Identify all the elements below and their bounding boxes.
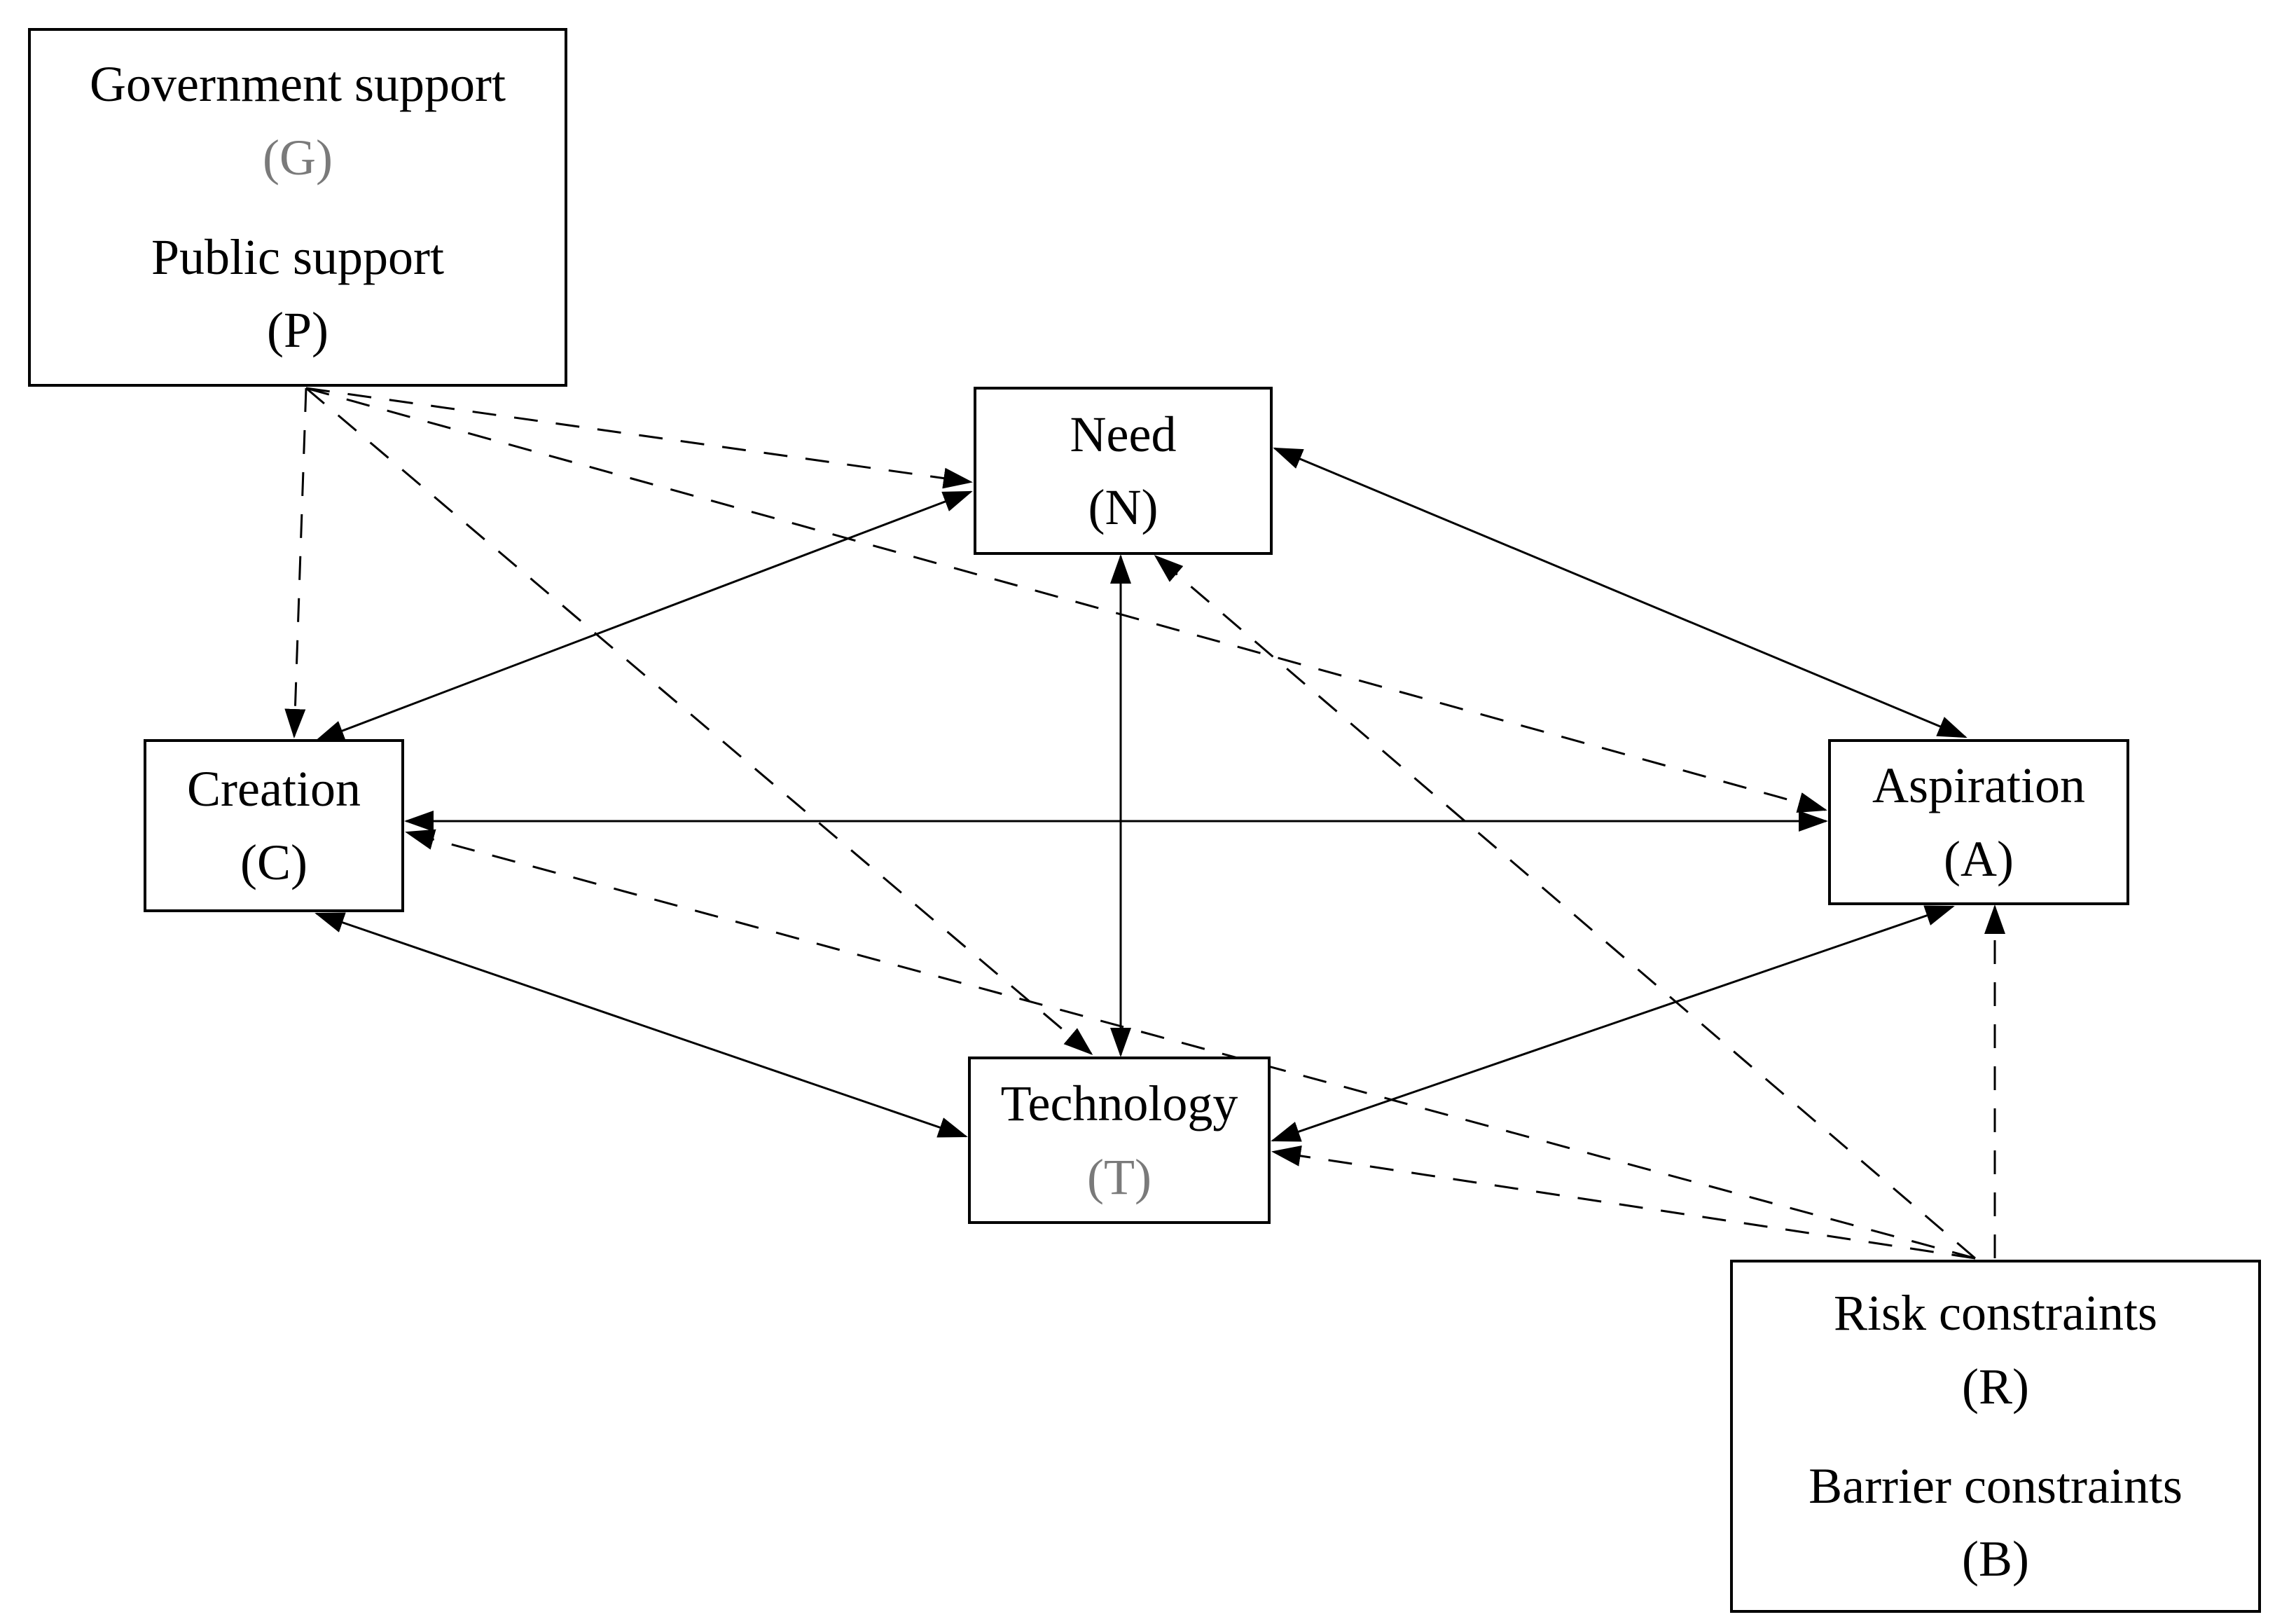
node-creation-code: (C)	[240, 834, 307, 890]
node-technology-label: Technology	[1000, 1075, 1238, 1132]
node-technology: Technology (T)	[968, 1057, 1271, 1224]
edge-technology-aspiration	[1271, 905, 1955, 1142]
edge-support-creation	[284, 387, 307, 738]
node-aspiration-code: (A)	[1944, 830, 2014, 887]
node-constraints-code-b: (B)	[1962, 1531, 2029, 1588]
node-support-code-p: (P)	[267, 302, 329, 359]
edge-support-need	[305, 387, 973, 489]
node-support-code-g: (G)	[263, 129, 333, 186]
node-support-label-public: Public support	[151, 229, 444, 285]
node-constraints-label-risk: Risk constraints	[1834, 1285, 2157, 1342]
node-support-label-government: Government support	[90, 56, 506, 113]
node-aspiration-label: Aspiration	[1872, 757, 2085, 814]
edge-constraints-technology	[1271, 1145, 1976, 1260]
node-creation: Creation (C)	[144, 739, 404, 912]
edge-constraints-creation	[405, 829, 1976, 1260]
node-technology-code: (T)	[1087, 1148, 1152, 1205]
node-constraints: Risk constraints (R) Barrier constraints…	[1730, 1260, 2261, 1613]
node-constraints-label-barrier: Barrier constraints	[1809, 1458, 2183, 1514]
edge-creation-technology	[314, 912, 968, 1138]
node-need: Need (N)	[974, 387, 1273, 555]
node-support: Government support (G) Public support (P…	[28, 28, 567, 387]
edge-creation-need	[314, 490, 973, 742]
node-creation-label: Creation	[187, 761, 361, 818]
edge-need-aspiration	[1273, 447, 1967, 738]
node-constraints-code-r: (R)	[1962, 1358, 2029, 1415]
edge-support-technology	[305, 387, 1093, 1055]
node-need-code: (N)	[1088, 479, 1159, 535]
edge-constraints-need	[1154, 555, 1976, 1260]
edge-support-aspiration	[305, 387, 1827, 813]
node-aspiration: Aspiration (A)	[1828, 739, 2129, 905]
node-need-label: Need	[1070, 406, 1177, 462]
